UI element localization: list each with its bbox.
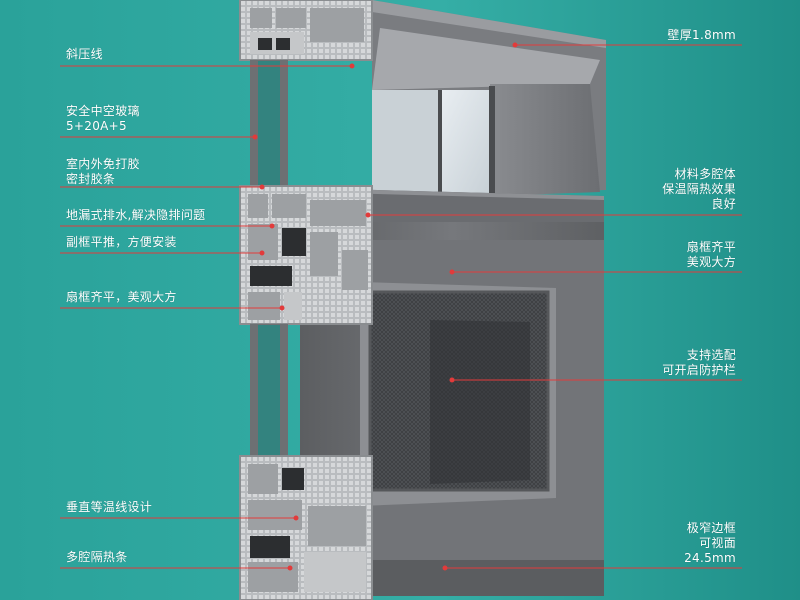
cross-section-profile (239, 0, 373, 600)
label-subframe: 副框平推，方便安装 (66, 235, 177, 249)
label-insulated-glass: 安全中空玻璃 5+20A+5 (66, 104, 140, 133)
label-slant-bead: 斜压线 (66, 47, 103, 61)
label-sash-flush-right: 扇框齐平 美观大方 (686, 240, 736, 269)
brand-logo (396, 6, 466, 28)
label-multi-cavity-strip: 多腔隔热条 (66, 550, 128, 564)
label-sash-flush-left: 扇框齐平，美观大方 (66, 290, 177, 304)
label-narrow-frame: 极窄边框 可视面 24.5mm (684, 521, 736, 565)
label-wall-thickness: 壁厚1.8mm (667, 28, 736, 42)
upper-frame (372, 0, 606, 200)
label-multi-cavity-body: 材料多腔体 保温隔热效果 良好 (662, 167, 736, 211)
label-isotherm: 垂直等温线设计 (66, 500, 153, 514)
label-guard-rail: 支持选配 可开启防护栏 (662, 348, 736, 377)
leader-lines (60, 42, 742, 571)
label-drainage: 地漏式排水,解决隐排问题 (66, 208, 206, 222)
label-gasket: 室内外免打胶 密封胶条 (66, 157, 140, 186)
transom-bar (300, 188, 604, 232)
